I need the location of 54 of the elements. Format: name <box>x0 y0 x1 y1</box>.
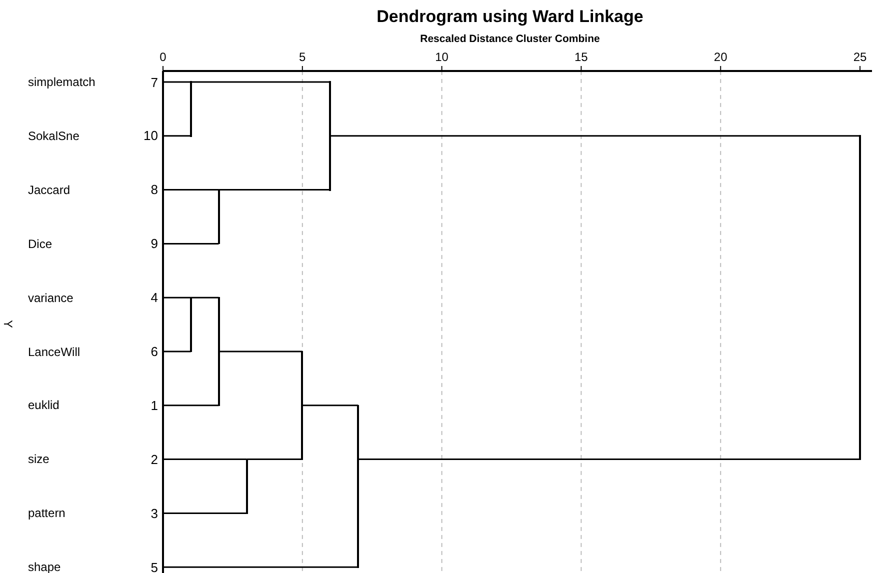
cluster-number: 2 <box>150 452 159 467</box>
branch-line <box>163 566 358 568</box>
branch-line <box>163 512 247 514</box>
leaf-label: Dice <box>28 236 52 251</box>
merge-bar <box>218 296 220 406</box>
branch-line <box>190 296 219 298</box>
merge-bar <box>329 81 332 191</box>
tick-label: 15 <box>574 50 589 64</box>
cluster-number: 4 <box>150 290 159 306</box>
branch-line <box>190 81 330 83</box>
leaf-label: size <box>28 452 50 466</box>
tick-label: 5 <box>298 50 307 64</box>
cluster-number: 8 <box>150 182 159 198</box>
cluster-number: 5 <box>150 560 159 573</box>
branch-line <box>218 350 302 352</box>
branch-line <box>163 296 191 298</box>
branch-line <box>163 242 219 244</box>
merge-bar <box>357 404 360 568</box>
chart-subtitle: Rescaled Distance Cluster Combine <box>419 33 601 45</box>
branch-line <box>218 189 330 191</box>
branch-line <box>163 458 247 460</box>
chart-title: Dendrogram using Ward Linkage <box>376 7 644 27</box>
branch-line <box>358 458 860 460</box>
leaf-label: Jaccard <box>28 182 70 197</box>
leaf-label: euklid <box>28 398 60 412</box>
branch-line <box>163 135 191 137</box>
cluster-number: 3 <box>150 506 159 521</box>
cluster-number: 6 <box>150 344 159 359</box>
leaf-label: LanceWill <box>28 344 80 358</box>
merge-bar <box>190 81 192 137</box>
cluster-number: 7 <box>150 74 159 90</box>
tick-label: 20 <box>712 50 728 64</box>
tick-label: 25 <box>852 50 868 64</box>
cluster-number: 1 <box>150 398 159 413</box>
axis-label: Y <box>1 320 15 328</box>
merge-bar <box>218 189 220 244</box>
cluster-number: 9 <box>150 236 159 252</box>
branch-line <box>330 135 860 137</box>
merge-bar <box>190 296 192 352</box>
branch-line <box>246 458 302 460</box>
branch-line <box>163 81 191 83</box>
tick-label: 10 <box>434 50 450 64</box>
merge-bar <box>246 458 248 514</box>
branch-line <box>163 189 219 191</box>
merge-bar <box>301 350 304 460</box>
leaf-label: pattern <box>28 506 66 520</box>
branch-line <box>163 350 191 352</box>
leaf-label: SokalSne <box>28 128 80 143</box>
leaf-label: variance <box>28 290 74 305</box>
leaf-label: simplematch <box>28 75 96 89</box>
branch-line <box>302 404 358 406</box>
branch-line <box>163 404 219 406</box>
cluster-number: 10 <box>144 128 159 144</box>
tick-label: 0 <box>158 50 168 64</box>
